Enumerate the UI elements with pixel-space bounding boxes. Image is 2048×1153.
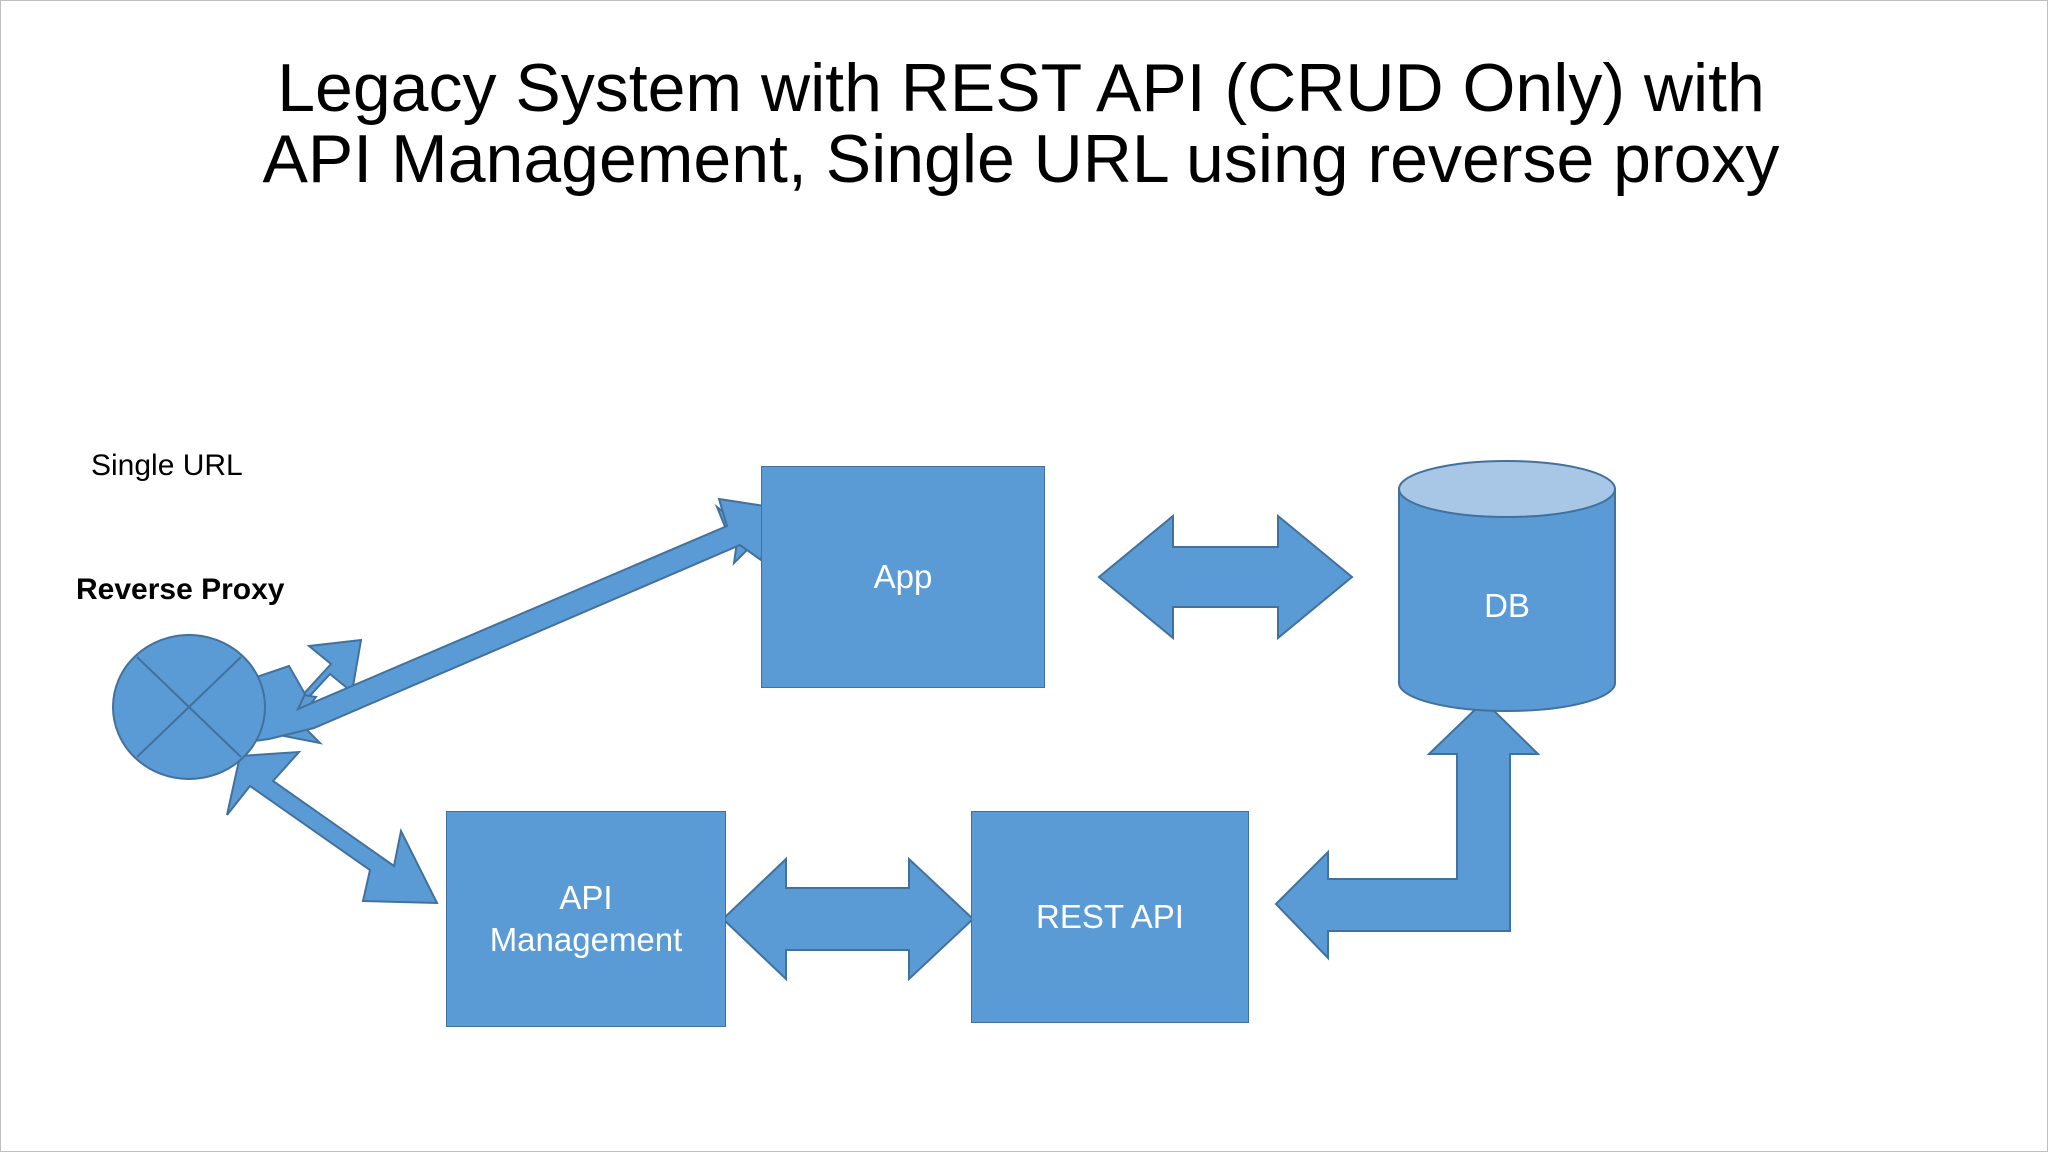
- connector-proxy-app[interactable]: [230, 497, 773, 745]
- cylinder-icon: [1398, 460, 1616, 712]
- connector-proxy-apim[interactable]: [226, 750, 439, 905]
- label-reverse-proxy: Reverse Proxy: [76, 573, 285, 606]
- proxy-circle-icon: [112, 634, 266, 780]
- label-single-url: Single URL: [91, 449, 243, 482]
- node-app[interactable]: App: [761, 466, 1045, 688]
- connector-apim-rest[interactable]: [721, 856, 975, 982]
- node-rest-api[interactable]: REST API: [971, 811, 1249, 1023]
- connector-rest-db[interactable]: [1274, 699, 1541, 961]
- node-reverse-proxy[interactable]: [111, 633, 267, 781]
- node-db[interactable]: [1397, 459, 1617, 713]
- connector-app-db[interactable]: [1097, 513, 1354, 641]
- page-title: Legacy System with REST API (CRUD Only) …: [262, 50, 1780, 197]
- node-api-management[interactable]: API Management: [446, 811, 726, 1027]
